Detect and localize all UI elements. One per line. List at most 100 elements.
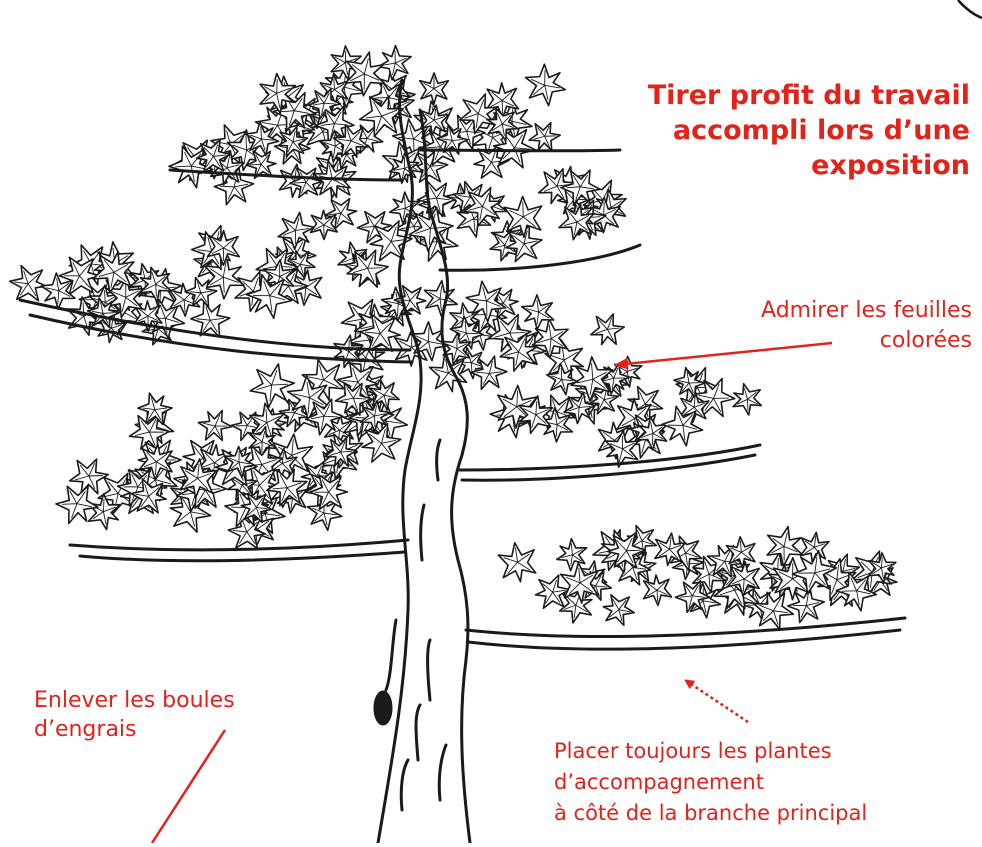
fertilizer-pointer <box>150 729 227 844</box>
leaf <box>344 51 386 97</box>
leaf <box>420 128 461 166</box>
leaf <box>470 355 508 391</box>
leaf <box>867 552 897 584</box>
leaf <box>137 392 173 426</box>
leaf <box>499 332 538 372</box>
leaf <box>674 579 711 614</box>
leaf <box>727 561 761 597</box>
annotation-companion-line-1: Placer toujours les plantes <box>554 739 832 763</box>
leaf <box>92 250 135 294</box>
leaf <box>138 443 173 481</box>
leaf <box>359 313 402 353</box>
leaf <box>531 318 569 359</box>
leaf <box>55 485 99 525</box>
leaf <box>179 458 218 499</box>
annotation-leaves: Admirer les feuilles colorées <box>761 296 972 356</box>
leaf <box>393 285 427 316</box>
leaf <box>139 266 172 303</box>
leaf <box>679 391 710 424</box>
leaf <box>277 125 309 158</box>
corner-circle-fragment <box>957 0 982 20</box>
leaf <box>244 121 280 157</box>
leaf <box>725 535 756 569</box>
leaf <box>206 229 241 267</box>
annotation-title: Tirer profit du travail accompli lors d’… <box>648 78 970 183</box>
leaf <box>518 395 554 435</box>
leaf <box>234 270 273 313</box>
leaf <box>245 150 277 180</box>
leaf <box>240 492 273 524</box>
annotation-title-line-3: exposition <box>811 150 970 181</box>
leaf <box>223 445 256 478</box>
leaf <box>539 407 574 443</box>
leaf <box>245 273 293 320</box>
leaf <box>570 356 614 402</box>
annotation-title-line-2: accompli lors d’une <box>672 115 970 146</box>
leaf <box>184 276 218 308</box>
leaf <box>563 391 596 425</box>
leaf <box>590 313 626 346</box>
leaf <box>144 299 186 340</box>
leaf <box>324 437 358 468</box>
leaf <box>486 107 519 142</box>
leaf <box>791 549 838 595</box>
leaf <box>130 477 167 514</box>
annotation-companion-line-2: d’accompagnement <box>554 770 764 794</box>
leaf <box>359 400 391 433</box>
leaf <box>732 382 763 416</box>
leaf <box>418 72 450 105</box>
branches <box>18 148 907 651</box>
leaf <box>459 93 498 135</box>
leaf <box>358 95 405 137</box>
leaf <box>197 409 233 442</box>
leaf <box>334 382 372 416</box>
leaf <box>369 220 413 262</box>
leaf <box>428 353 468 393</box>
annotation-fertilizer-line-2: d’engrais <box>34 717 137 742</box>
leaf <box>259 72 297 115</box>
leaf <box>203 254 245 300</box>
leaf <box>753 591 795 630</box>
leaf <box>441 331 472 366</box>
leaf <box>308 474 349 511</box>
leaf <box>332 123 370 158</box>
annotation-companion: Placer toujours les plantes d’accompagne… <box>554 736 867 829</box>
leaf <box>492 128 536 169</box>
leaf <box>307 87 342 120</box>
leaf <box>520 294 555 331</box>
leaf <box>436 124 469 156</box>
companion-arrow <box>684 678 749 724</box>
leaf <box>497 541 537 583</box>
annotation-fertilizer-line-1: Enlever les boules <box>34 688 235 713</box>
leaves-arrow <box>614 341 833 370</box>
leaf <box>546 362 579 396</box>
leaf <box>8 264 48 302</box>
annotation-title-line-1: Tirer profit du travail <box>647 80 970 111</box>
leaf <box>463 186 502 227</box>
leaf <box>346 249 390 288</box>
leaf <box>377 44 412 81</box>
annotation-leaves-line-1: Admirer les feuilles <box>761 298 972 323</box>
leaf <box>673 366 706 398</box>
leaf <box>304 398 344 436</box>
annotation-leaves-line-2: colorées <box>879 328 972 353</box>
leaf <box>361 422 402 463</box>
leaf <box>642 574 673 607</box>
leaf <box>661 405 704 447</box>
leaf <box>556 537 588 572</box>
annotation-arrows <box>150 341 833 844</box>
leaf <box>560 169 601 207</box>
annotation-companion-line-3: à côté de la branche principal <box>554 801 868 825</box>
leaf <box>87 493 122 531</box>
leaf <box>465 280 507 323</box>
leaf <box>272 91 317 132</box>
leaf <box>558 203 595 241</box>
annotation-fertilizer: Enlever les boules d’engrais <box>34 686 235 744</box>
trunk <box>373 78 472 845</box>
leaf <box>195 139 232 173</box>
leaf <box>503 195 543 239</box>
leaf <box>589 384 620 415</box>
leaf <box>128 414 171 452</box>
